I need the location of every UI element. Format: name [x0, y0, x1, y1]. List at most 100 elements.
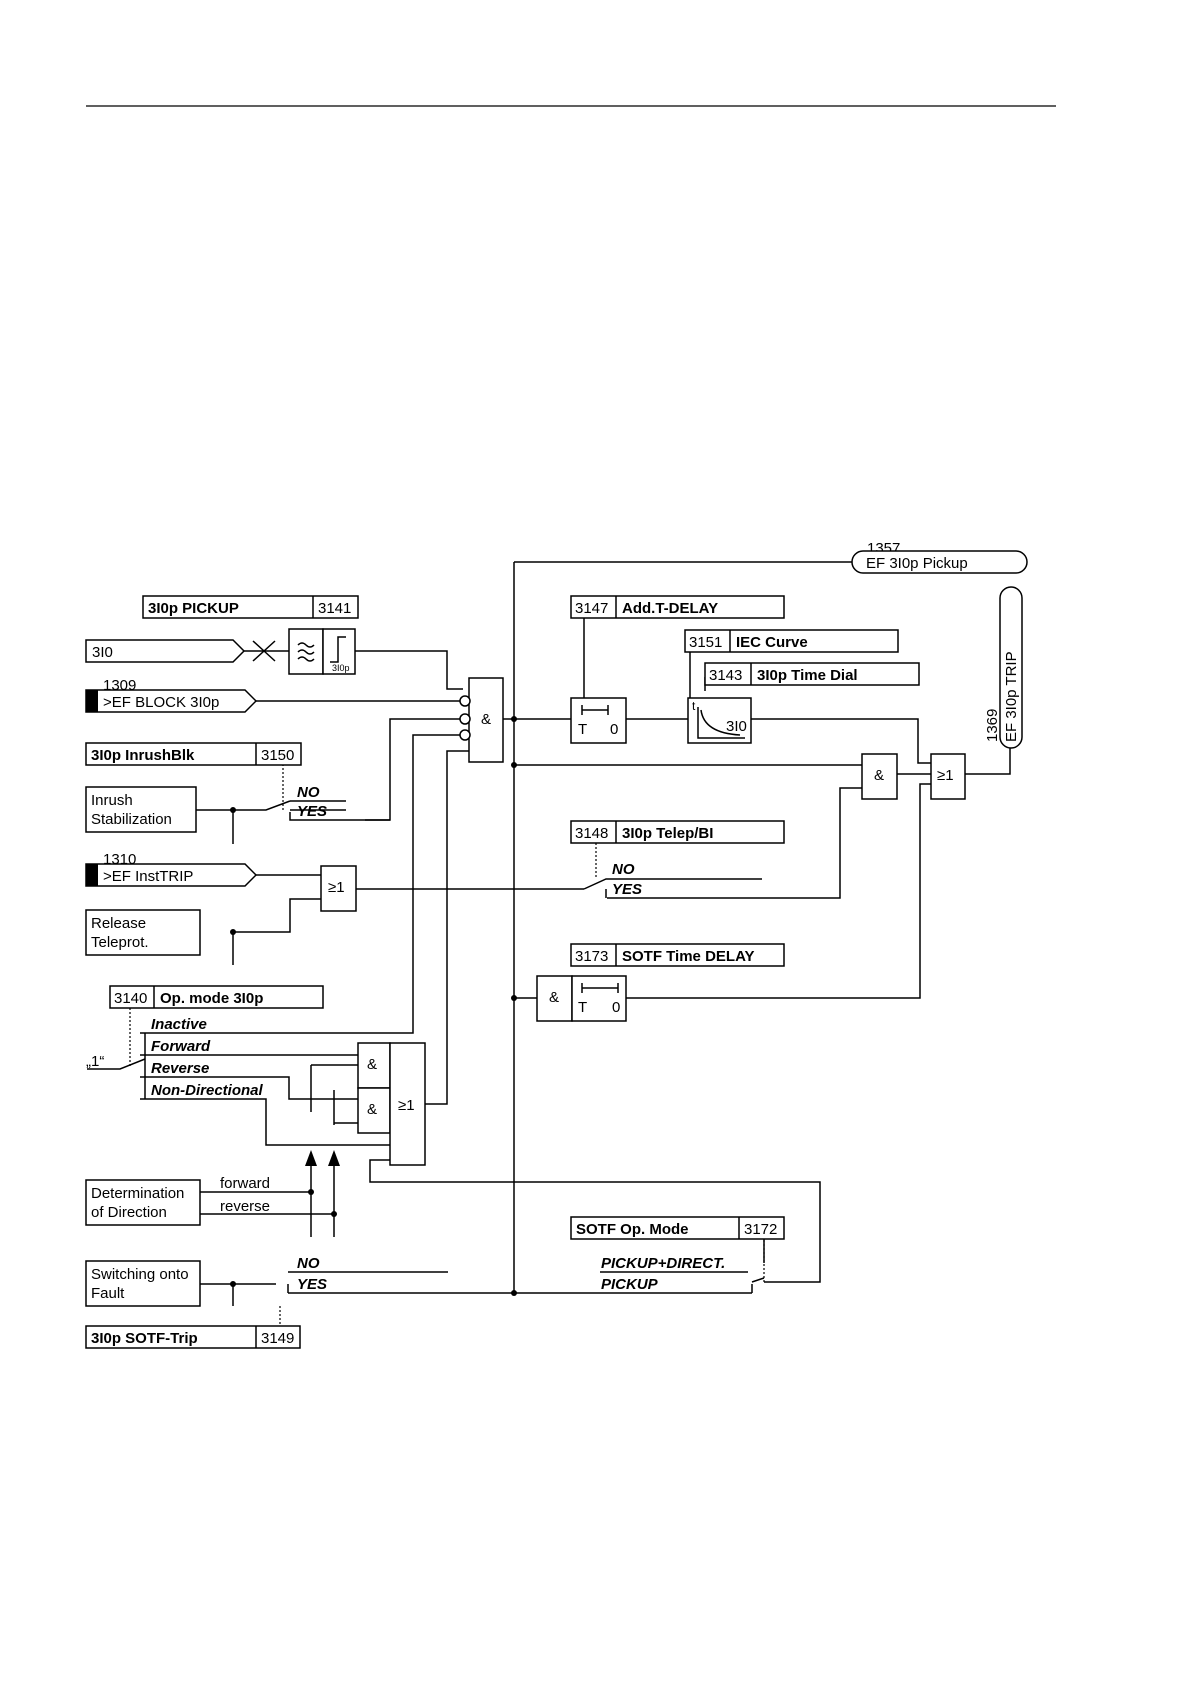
input-direction: Determination of Direction forward rever…	[85, 1175, 270, 1226]
param-telep: 3148 3I0p Telep/BI	[570, 820, 785, 844]
inrush-options: NO YES	[290, 784, 346, 820]
param-iec-curve: 3151 IEC Curve	[684, 629, 899, 653]
param-sotf-opmode: SOTF Op. Mode 3172	[570, 1216, 785, 1240]
input-sotf-line2: Fault	[91, 1285, 125, 1302]
inrush-yes-label: YES	[297, 803, 327, 820]
timer-sotf-delay: T 0	[571, 975, 627, 1022]
iec-time-char: t 3I0	[687, 697, 752, 744]
param-time-dial: 3143 3I0p Time Dial	[704, 662, 920, 686]
inrush-no-label: NO	[297, 784, 320, 801]
wires	[87, 561, 1011, 1306]
and-gate-reverse: &	[357, 1087, 391, 1134]
opmode-inactive-label: Inactive	[151, 1016, 207, 1033]
param-links	[129, 764, 765, 1338]
opmode-nondir-label: Non-Directional	[151, 1082, 264, 1099]
param-pickup-label: 3I0p PICKUP	[148, 600, 239, 617]
input-release-line1: Release	[91, 915, 146, 932]
and-gate-forward: &	[357, 1042, 391, 1089]
param-time-dial-addr: 3143	[709, 667, 742, 684]
or-gate-insttrip: ≥1	[320, 865, 357, 912]
param-opmode: 3140 Op. mode 3I0p	[109, 985, 324, 1009]
input-release: Release Teleprot.	[85, 909, 201, 956]
and-gate-main-label: &	[481, 711, 491, 728]
and-gate-main: &	[459, 677, 504, 763]
or-gate-direction-label: ≥1	[398, 1097, 415, 1114]
output-trip-number: 1369	[984, 709, 1001, 742]
output-pickup-label: EF 3I0p Pickup	[866, 555, 968, 572]
param-time-dial-label: 3I0p Time Dial	[757, 667, 858, 684]
and-gate-telep: &	[861, 753, 898, 800]
iec-time-axis: t	[692, 699, 696, 713]
timer-add-t: T	[578, 721, 587, 738]
param-add-delay-label: Add.T-DELAY	[622, 600, 718, 617]
and-gate-reverse-label: &	[367, 1101, 377, 1118]
junction-dots	[230, 716, 517, 1296]
sotf-opmode-options: PICKUP+DIRECT. PICKUP	[601, 1255, 725, 1293]
input-insttrip: 1310 >EF InstTRIP	[85, 851, 258, 887]
telep-no-label: NO	[612, 861, 635, 878]
and-gate-forward-label: &	[367, 1056, 377, 1073]
opmode-reverse-label: Reverse	[151, 1060, 209, 1077]
input-sotf-line1: Switching onto	[91, 1266, 189, 1283]
input-block: 1309 >EF BLOCK 3I0p	[85, 677, 258, 713]
input-block-label: >EF BLOCK 3I0p	[103, 694, 219, 711]
input-inrush-line1: Inrush	[91, 792, 133, 809]
telep-yes-label: YES	[612, 881, 642, 898]
or-gate-insttrip-label: ≥1	[328, 879, 345, 896]
and-gate-telep-label: &	[874, 767, 884, 784]
constant-one-label: „1“	[86, 1053, 104, 1070]
param-iec-curve-label: IEC Curve	[736, 634, 808, 651]
param-sotf-delay-label: SOTF Time DELAY	[622, 948, 755, 965]
sotf-trip-options: NO YES	[297, 1255, 327, 1293]
param-sotf-trip: 3I0p SOTF-Trip 3149	[85, 1325, 301, 1349]
param-sotf-delay-addr: 3173	[575, 948, 608, 965]
sotf-pickup-label: PICKUP	[601, 1276, 659, 1293]
filter-threshold-block: 3I0p	[288, 628, 356, 675]
direction-reverse-label: reverse	[220, 1198, 270, 1215]
input-sotf: Switching onto Fault	[85, 1260, 201, 1307]
or-gate-direction: ≥1	[389, 1042, 426, 1166]
or-gate-trip: ≥1	[930, 753, 966, 800]
output-trip: EF 3I0p TRIP 1369	[984, 586, 1023, 749]
opmode-options: Inactive Forward Reverse Non-Directional	[151, 1016, 264, 1099]
sotf-pickup-direct-label: PICKUP+DIRECT.	[601, 1255, 725, 1272]
param-pickup: 3I0p PICKUP 3141	[142, 595, 359, 619]
param-sotf-trip-addr: 3149	[261, 1330, 294, 1347]
and-gate-sotf-label: &	[549, 989, 559, 1006]
input-3i0-label: 3I0	[92, 644, 113, 661]
param-sotf-delay: 3173 SOTF Time DELAY	[570, 943, 785, 967]
param-inrush-label: 3I0p InrushBlk	[91, 747, 195, 764]
iec-current-axis: 3I0	[726, 718, 747, 735]
input-release-line2: Teleprot.	[91, 934, 149, 951]
timer-sotf-t: T	[578, 999, 587, 1016]
param-inrush: 3I0p InrushBlk 3150	[85, 742, 302, 766]
input-direction-line1: Determination	[91, 1185, 184, 1202]
param-telep-label: 3I0p Telep/BI	[622, 825, 713, 842]
opmode-forward-label: Forward	[151, 1038, 211, 1055]
param-opmode-addr: 3140	[114, 990, 147, 1007]
sotf-yes-label: YES	[297, 1276, 327, 1293]
output-pickup: 1357 EF 3I0p Pickup	[851, 540, 1028, 574]
sotf-no-label: NO	[297, 1255, 320, 1272]
param-opmode-label: Op. mode 3I0p	[160, 990, 263, 1007]
or-gate-trip-label: ≥1	[937, 767, 954, 784]
param-pickup-addr: 3141	[318, 600, 351, 617]
input-inrush: Inrush Stabilization	[85, 786, 197, 833]
input-3i0: 3I0	[85, 639, 246, 663]
output-trip-label: EF 3I0p TRIP	[1003, 651, 1020, 742]
param-add-delay: 3147 Add.T-DELAY	[570, 595, 785, 619]
timer-add-zero: 0	[610, 721, 618, 738]
telep-options: NO YES	[612, 861, 642, 898]
param-sotf-opmode-addr: 3172	[744, 1221, 777, 1238]
input-inrush-line2: Stabilization	[91, 811, 172, 828]
param-add-delay-addr: 3147	[575, 600, 608, 617]
param-sotf-trip-label: 3I0p SOTF-Trip	[91, 1330, 198, 1347]
param-sotf-opmode-label: SOTF Op. Mode	[576, 1221, 689, 1238]
timer-sotf-zero: 0	[612, 999, 620, 1016]
param-iec-curve-addr: 3151	[689, 634, 722, 651]
param-telep-addr: 3148	[575, 825, 608, 842]
param-inrush-addr: 3150	[261, 747, 294, 764]
input-direction-line2: of Direction	[91, 1204, 167, 1221]
and-gate-sotf: &	[536, 975, 573, 1022]
